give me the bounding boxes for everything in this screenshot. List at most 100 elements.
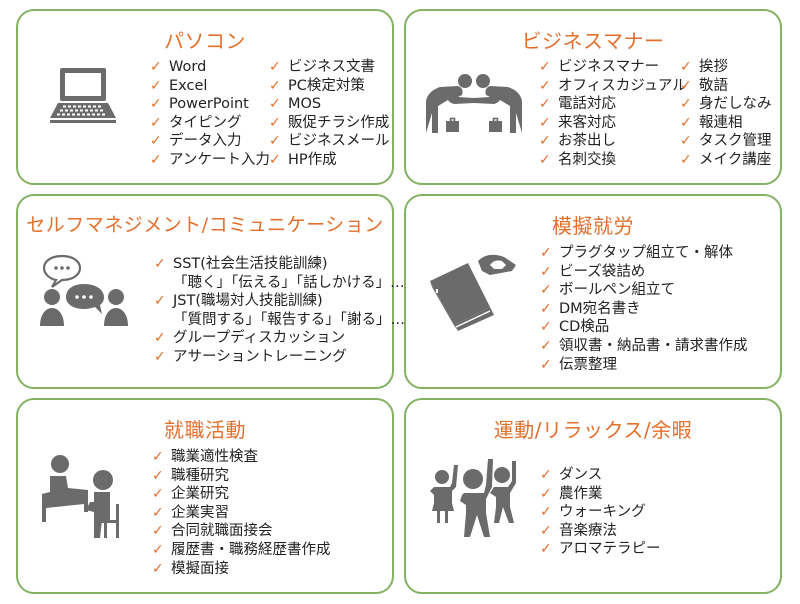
list-item: ✓ビーズ袋詰め	[540, 263, 646, 280]
list-item: ✓メイク講座	[680, 151, 772, 168]
list-item: ✓電話対応	[539, 96, 616, 113]
check-icon: ✓	[150, 77, 162, 94]
manner-list-left: ✓ビジネスマナー ✓オフィスカジュアル ✓電話対応 ✓来客対応 ✓お茶出し ✓名…	[539, 58, 687, 170]
check-icon: ✓	[540, 504, 552, 521]
list-item: ✓企業研究	[152, 486, 229, 503]
check-icon: ✓	[540, 337, 552, 354]
card-title: パソコン	[164, 29, 246, 53]
exercise-people-icon	[428, 455, 518, 539]
skill-list-left: ✓Word ✓Excel ✓PowerPoint ✓タイピング ✓データ入力 ✓…	[150, 58, 270, 170]
check-icon: ✓	[152, 486, 164, 503]
list-item: ✓グループディスカッション	[154, 330, 346, 347]
check-icon: ✓	[680, 133, 692, 150]
list-item: ✓農作業	[540, 485, 603, 502]
list-item: ✓伝票整理	[540, 356, 617, 373]
list-item: ✓模擬面接	[152, 560, 229, 577]
check-icon: ✓	[540, 467, 552, 483]
list-item: ✓領収書・納品書・請求書作成	[540, 337, 748, 354]
list-item: ✓タスク管理	[680, 133, 772, 150]
list-item: ✓音楽療法	[540, 522, 617, 539]
card-simulated-work: 模擬就労 ✓プラグタップ組立て・解体 ✓ビーズ袋詰め ✓ボールペン組立て ✓DM…	[404, 194, 782, 389]
list-item: ✓Excel	[150, 77, 208, 94]
binder-punch-icon	[428, 251, 518, 331]
list-item-detail: 「聴く」「伝える」「話しかける」…	[173, 274, 405, 291]
check-icon: ✓	[539, 114, 551, 131]
interview-icon	[38, 450, 130, 542]
list-item: ✓ウォーキング	[540, 504, 646, 521]
laptop-icon	[50, 66, 118, 124]
list-item: ✓販促チラシ作成	[269, 114, 390, 131]
check-icon: ✓	[154, 293, 166, 310]
card-job-hunting: 就職活動 ✓職業適性検査 ✓職種研究 ✓企業研究 ✓企業実習 ✓合同就職面接会 …	[16, 398, 394, 594]
list-item: ✓アサーショントレーニング	[154, 348, 347, 365]
list-item: ✓タイピング	[150, 114, 242, 131]
list-item: ✓HP作成	[269, 151, 337, 168]
check-icon: ✓	[150, 96, 162, 113]
check-icon: ✓	[540, 356, 552, 373]
check-icon: ✓	[152, 541, 164, 558]
list-item: ✓ダンス	[540, 467, 603, 483]
bowing-people-icon	[424, 73, 524, 137]
list-item: ✓CD検品	[540, 319, 610, 336]
check-icon: ✓	[269, 77, 281, 94]
list-item: ✓敬語	[680, 77, 728, 94]
check-icon: ✓	[539, 96, 551, 113]
check-icon: ✓	[269, 114, 281, 131]
check-icon: ✓	[540, 282, 552, 299]
check-icon: ✓	[269, 133, 281, 150]
check-icon: ✓	[154, 256, 166, 272]
check-icon: ✓	[680, 77, 692, 94]
list-item: ✓職業適性検査	[152, 449, 258, 465]
skill-list-right: ✓ビジネス文書 ✓PC検定対策 ✓MOS ✓販促チラシ作成 ✓ビジネスメール ✓…	[269, 58, 390, 170]
list-item: ✓来客対応	[539, 114, 616, 131]
list-item: ✓お茶出し	[539, 133, 616, 150]
check-icon: ✓	[540, 319, 552, 336]
check-icon: ✓	[150, 133, 162, 150]
card-title: 就職活動	[164, 418, 246, 442]
list-item: ✓身だしなみ	[680, 96, 772, 113]
check-icon: ✓	[680, 151, 692, 168]
card-title: ビジネスマナー	[521, 29, 665, 53]
list-item: ✓MOS	[269, 96, 322, 113]
list-item: ✓ビジネスメール	[269, 133, 390, 150]
check-icon: ✓	[152, 560, 164, 577]
check-icon: ✓	[540, 300, 552, 317]
card-business-manners: ビジネスマナー ✓ビジネスマナー ✓オフィスカジュアル ✓電話対応 ✓来客対応 …	[404, 9, 782, 185]
check-icon: ✓	[680, 59, 692, 75]
list-item: ✓データ入力	[150, 133, 242, 150]
list-item: ✓ビジネス文書	[269, 59, 375, 75]
check-icon: ✓	[269, 96, 281, 113]
check-icon: ✓	[539, 77, 551, 94]
card-exercise-leisure: 運動/リラックス/余暇 ✓ダンス ✓農作業 ✓ウォーキング ✓音楽療法 ✓アロマ…	[404, 398, 782, 594]
card-pc: パソコン ✓Word ✓Excel ✓PowerPoint ✓タイピング ✓デー…	[16, 9, 394, 185]
conversation-icon	[40, 254, 130, 328]
check-icon: ✓	[152, 449, 164, 465]
check-icon: ✓	[150, 114, 162, 131]
list-item: ✓名刺交換	[539, 151, 616, 168]
list-item: ✓ボールペン組立て	[540, 282, 675, 299]
list-item: ✓報連相	[680, 114, 743, 131]
list-item: ✓挨拶	[680, 59, 728, 75]
check-icon: ✓	[539, 59, 551, 75]
work-list: ✓プラグタップ組立て・解体 ✓ビーズ袋詰め ✓ボールペン組立て ✓DM宛名書き …	[540, 244, 748, 374]
card-self-management: セルフマネジメント/コミュニケーション ✓SST(社会生活技能訓練) 「聴く」「…	[16, 194, 405, 389]
check-icon: ✓	[150, 59, 162, 75]
leisure-list: ✓ダンス ✓農作業 ✓ウォーキング ✓音楽療法 ✓アロマテラピー	[540, 466, 661, 559]
list-item: ✓アロマテラピー	[540, 541, 661, 558]
list-item: ✓Word	[150, 59, 207, 75]
check-icon: ✓	[152, 467, 164, 484]
check-icon: ✓	[269, 59, 281, 75]
check-icon: ✓	[154, 330, 166, 347]
check-icon: ✓	[540, 245, 552, 261]
check-icon: ✓	[540, 485, 552, 502]
list-item: ✓PowerPoint	[150, 96, 249, 113]
list-item: ✓SST(社会生活技能訓練)	[154, 256, 328, 272]
list-item: ✓履歴書・職務経歴書作成	[152, 541, 331, 558]
check-icon: ✓	[540, 541, 552, 558]
check-icon: ✓	[152, 523, 164, 540]
check-icon: ✓	[154, 348, 166, 365]
check-icon: ✓	[539, 151, 551, 168]
card-title: セルフマネジメント/コミュニケーション	[26, 214, 384, 236]
manner-list-right: ✓挨拶 ✓敬語 ✓身だしなみ ✓報連相 ✓タスク管理 ✓メイク講座	[680, 58, 772, 170]
check-icon: ✓	[152, 504, 164, 521]
